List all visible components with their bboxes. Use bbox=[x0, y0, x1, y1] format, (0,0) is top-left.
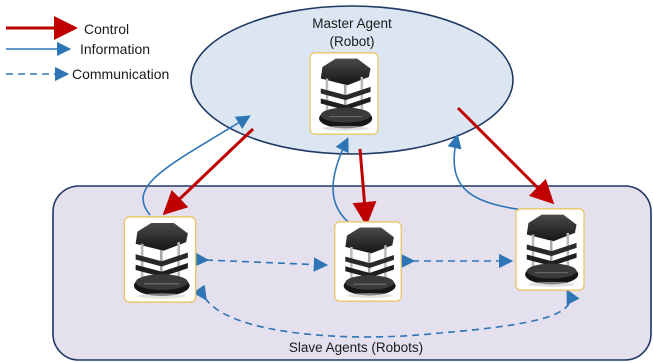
communication-arrow-left-right bbox=[192, 284, 580, 338]
information-arrow-left bbox=[142, 115, 251, 216]
slave-robot-center-image bbox=[333, 221, 403, 302]
legend-information-label: Information bbox=[80, 41, 151, 57]
control-arrow-center bbox=[352, 148, 377, 226]
slave-agents-label: Slave Agents (Robots) bbox=[288, 340, 424, 355]
slave-robot-left-image bbox=[123, 216, 197, 303]
control-arrow-right bbox=[456, 106, 555, 205]
communication-arrow-left-center bbox=[194, 252, 329, 272]
master-title-line2: (Robot) bbox=[329, 34, 375, 49]
control-arrow-left bbox=[162, 127, 255, 216]
slave-robot-right-image bbox=[515, 208, 585, 291]
master-agent-title: Master Agent (Robot) bbox=[262, 15, 442, 51]
legend-control-label: Control bbox=[84, 21, 130, 37]
information-arrow-center bbox=[332, 137, 353, 226]
legend-communication-label: Communication bbox=[72, 66, 170, 82]
master-robot-image bbox=[309, 52, 379, 135]
master-title-line1: Master Agent bbox=[312, 16, 392, 31]
